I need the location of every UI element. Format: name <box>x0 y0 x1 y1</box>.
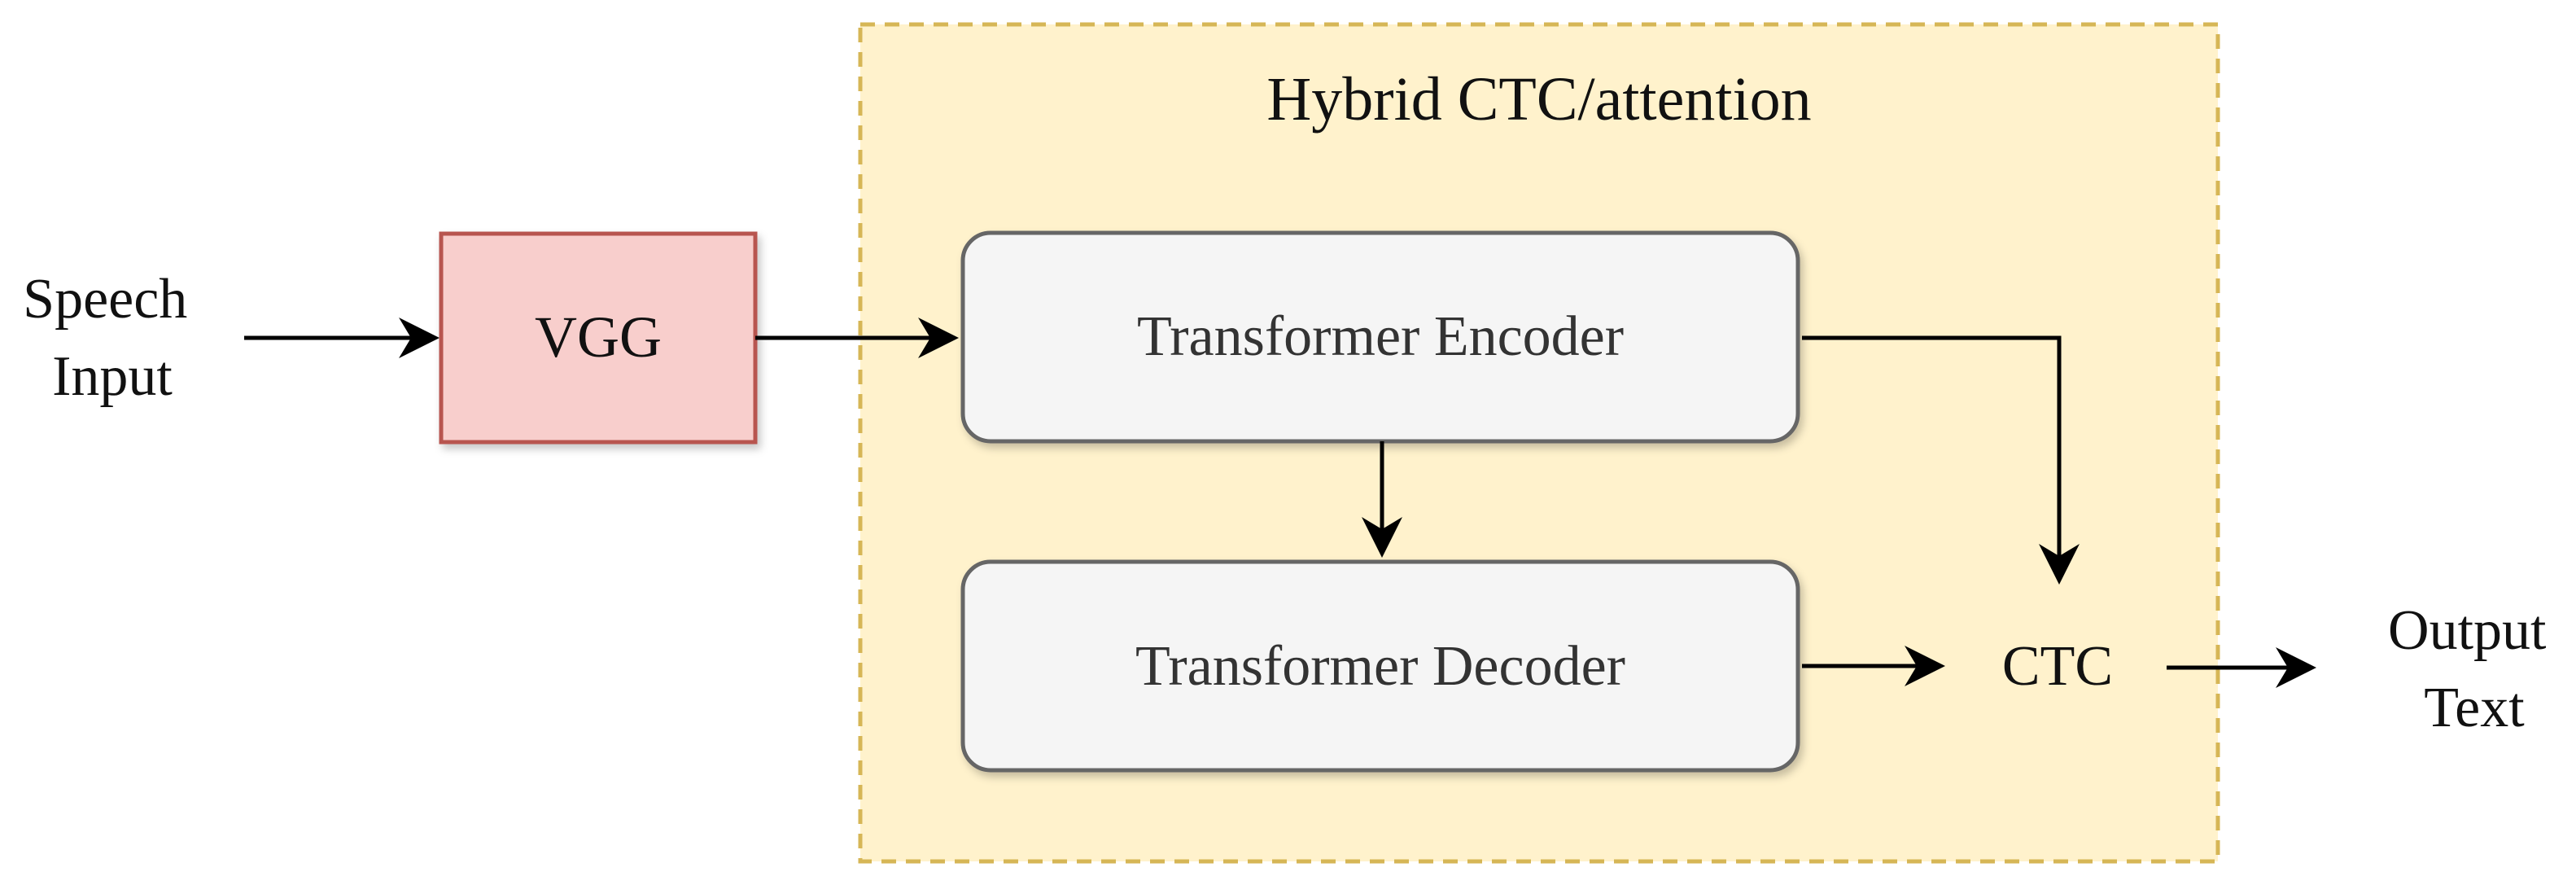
output-text-line1: Output <box>2388 599 2547 662</box>
vgg-label: VGG <box>535 304 662 370</box>
hybrid-title: Hybrid CTC/attention <box>1266 65 1811 134</box>
arrow-encoder-to-ctc <box>1802 335 2080 585</box>
vgg-block <box>439 231 758 445</box>
transformer-encoder-label: Transformer Encoder <box>1137 305 1624 368</box>
transformer-decoder-block <box>960 559 1800 773</box>
transformer-decoder-label: Transformer Decoder <box>1135 635 1625 698</box>
speech-input-line1: Speech <box>23 268 187 331</box>
output-text-label: Output Text <box>2388 599 2561 739</box>
ctc-label: CTC <box>2002 635 2113 698</box>
speech-input-line2: Input <box>52 345 173 408</box>
speech-input-label: Speech Input <box>23 268 202 408</box>
output-text-line2: Text <box>2424 677 2525 739</box>
